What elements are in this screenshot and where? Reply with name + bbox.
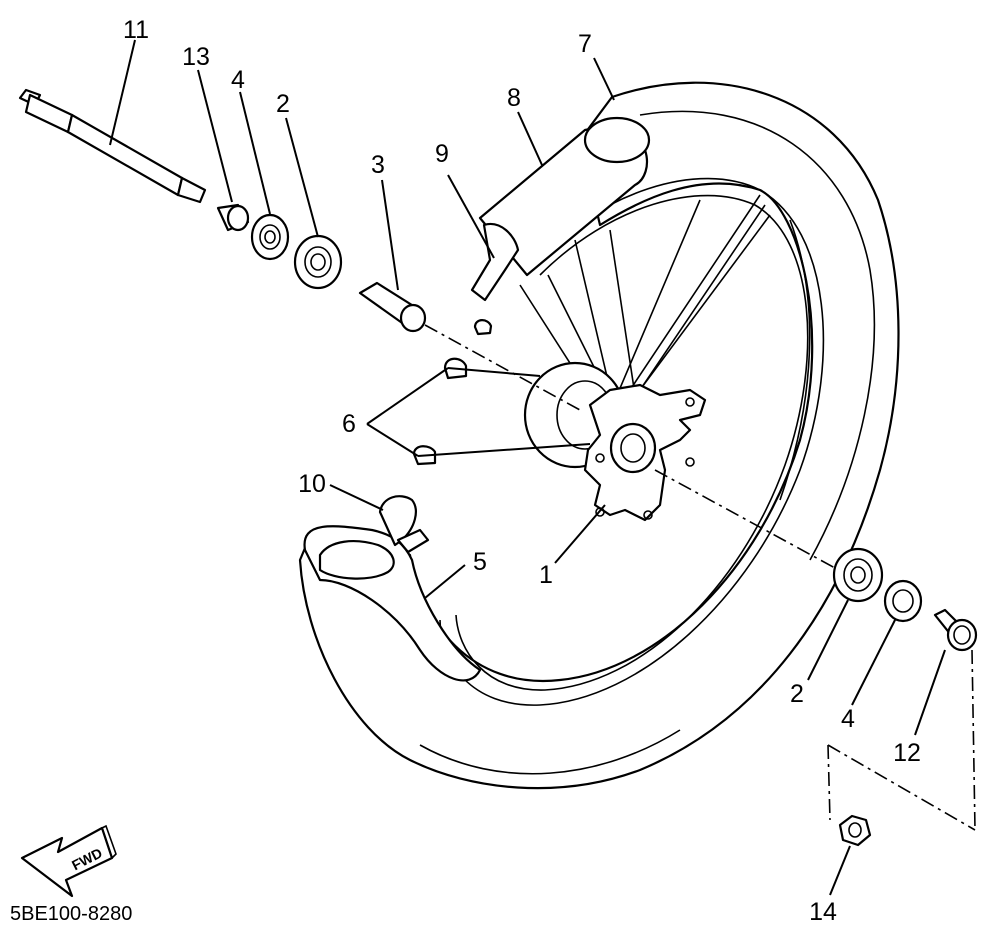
rim: [439, 177, 825, 706]
callout-12: 12: [893, 739, 921, 767]
valve: [378, 495, 430, 554]
callout-8: 8: [507, 84, 521, 112]
nut: [838, 814, 872, 847]
callout-3: 3: [371, 151, 385, 179]
rim-lock: [470, 222, 520, 302]
collar-right: [933, 608, 978, 652]
callout-10: 10: [298, 470, 326, 498]
oil-seal-left: [250, 213, 290, 261]
hub: [523, 361, 707, 522]
callout-2-left: 2: [276, 90, 290, 118]
collar: [358, 281, 427, 333]
spacer: [216, 203, 250, 232]
callout-4-right: 4: [841, 705, 855, 733]
callout-4-left: 4: [231, 66, 245, 94]
callout-6: 6: [342, 410, 356, 438]
reference-code: 5BE100-8280: [10, 903, 132, 925]
callout-13: 13: [182, 43, 210, 71]
callout-2-right: 2: [790, 680, 804, 708]
tire: [298, 81, 900, 790]
callout-5: 5: [473, 548, 487, 576]
callout-1: 1: [539, 561, 553, 589]
callout-labels: 11 13 4 2 3 9 8 7 6 10 5 1 2 4 12 14: [123, 16, 921, 926]
tube: [303, 525, 482, 682]
oil-seal-right: [883, 579, 923, 623]
fwd-arrow: FWD: [20, 824, 117, 898]
rim-band: [478, 116, 651, 277]
assembly-lines: [424, 324, 976, 831]
spokes: [519, 194, 771, 411]
axle: [18, 88, 207, 204]
bolt: [473, 319, 493, 336]
callout-11: 11: [123, 16, 149, 44]
bearing-left: [293, 234, 343, 290]
callout-14: 14: [809, 898, 837, 926]
callout-9: 9: [435, 140, 449, 168]
leader-lines: [109, 39, 946, 896]
bearing-right: [832, 547, 884, 603]
callout-7: 7: [578, 30, 592, 58]
